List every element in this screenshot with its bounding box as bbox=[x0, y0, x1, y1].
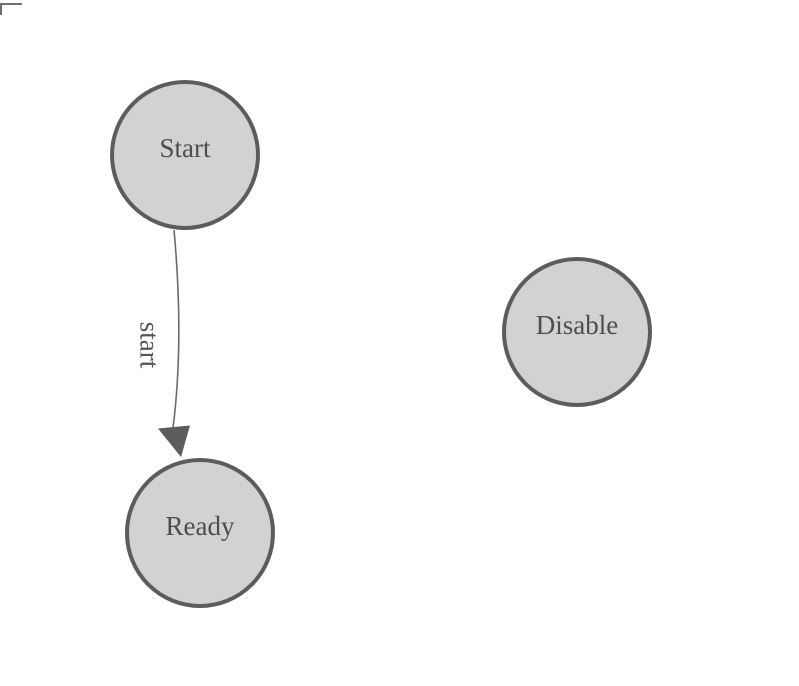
transition-edge-start-ready[interactable]: start bbox=[135, 229, 191, 457]
state-label-start: Start bbox=[160, 133, 211, 163]
canvas-corner-marker bbox=[0, 3, 22, 15]
state-label-ready: Ready bbox=[166, 511, 235, 541]
transition-label: start bbox=[135, 322, 165, 369]
state-circle-start[interactable] bbox=[110, 80, 260, 230]
state-node-start[interactable]: Start bbox=[110, 80, 260, 230]
state-label-disable: Disable bbox=[536, 310, 618, 340]
state-circle-ready[interactable] bbox=[125, 458, 275, 608]
state-node-ready[interactable]: Ready bbox=[125, 458, 275, 608]
state-node-disable[interactable]: Disable bbox=[502, 257, 652, 407]
transition-path[interactable] bbox=[172, 229, 180, 429]
edge-arrowhead-icon bbox=[158, 425, 190, 457]
state-circle-disable[interactable] bbox=[502, 257, 652, 407]
